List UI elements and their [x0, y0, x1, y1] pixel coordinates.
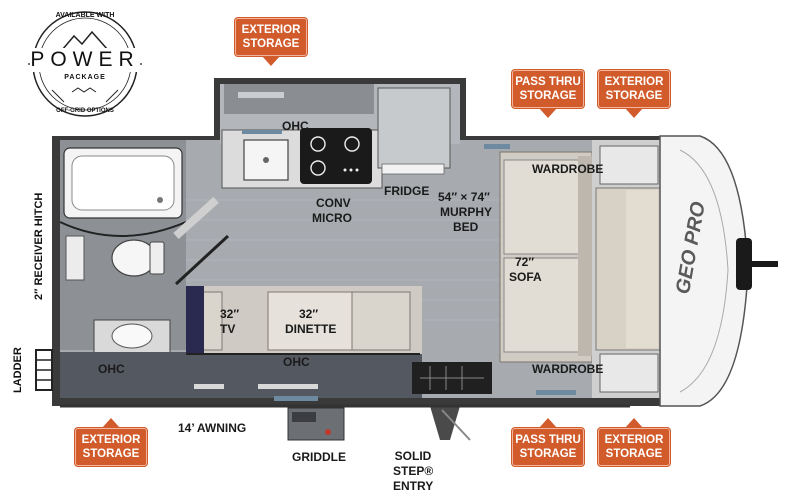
logo-package-text: PACKAGE [64, 74, 106, 81]
label-ohc-mid: OHC [283, 355, 310, 369]
tag-pointer-icon [539, 418, 557, 428]
logo-power-word: POWER [30, 48, 140, 72]
label-dinette: DINETTE [285, 322, 337, 336]
tag-pointer-icon [625, 108, 643, 118]
tag-pointer-icon [262, 56, 280, 66]
wardrobe-bottom [599, 353, 659, 393]
entry-door[interactable] [430, 406, 460, 440]
power-package-logo: AVAILABLE WITH POWER PACKAGE OFF-GRID OP… [22, 6, 148, 122]
label-ladder: LADDER [12, 347, 24, 393]
label-ohc-left: OHC [98, 362, 125, 376]
label-conv: CONV [316, 196, 351, 210]
label-step: STEP® [393, 464, 434, 478]
label-sofa: SOFA [509, 270, 542, 284]
label-dinette-size: 32″ [299, 307, 319, 321]
label-tv-size: 32″ [220, 307, 240, 321]
label-sofa-size: 72″ [515, 255, 535, 269]
logo-top-text: AVAILABLE WITH [55, 12, 115, 19]
wardrobe-top [599, 145, 659, 185]
label-wardrobe-top: WARDROBE [532, 162, 604, 176]
label-awning: 14’ AWNING [178, 421, 247, 435]
label-murphy-size: 54″ × 74″ [438, 190, 490, 204]
upper-cabinet [224, 84, 374, 114]
ladder-icon [35, 349, 53, 391]
tag-pointer-icon [102, 418, 120, 428]
label-murphy: MURPHY [440, 205, 493, 219]
nose-cap [659, 135, 749, 407]
label-solid: SOLID [394, 449, 432, 463]
label-tv: TV [220, 322, 236, 336]
tag-pointer-icon [539, 108, 557, 118]
label-receiver-hitch: 2″ RECEIVER HITCH [33, 192, 45, 300]
label-ohc-top: OHC [282, 119, 309, 133]
tag-pointer-icon [625, 418, 643, 428]
label-micro: MICRO [312, 211, 352, 225]
cooktop-icon [300, 128, 372, 184]
label-bed: BED [453, 220, 479, 234]
fridge-icon [377, 87, 451, 169]
toilet-icon [111, 239, 157, 277]
label-entry: ENTRY [393, 479, 434, 493]
label-wardrobe-bottom: WARDROBE [532, 362, 604, 376]
logo-bottom-text: OFF-GRID OPTIONS [56, 108, 114, 114]
label-griddle: GRIDDLE [292, 450, 346, 464]
tongue-jack [736, 238, 752, 290]
label-fridge: FRIDGE [384, 184, 430, 198]
